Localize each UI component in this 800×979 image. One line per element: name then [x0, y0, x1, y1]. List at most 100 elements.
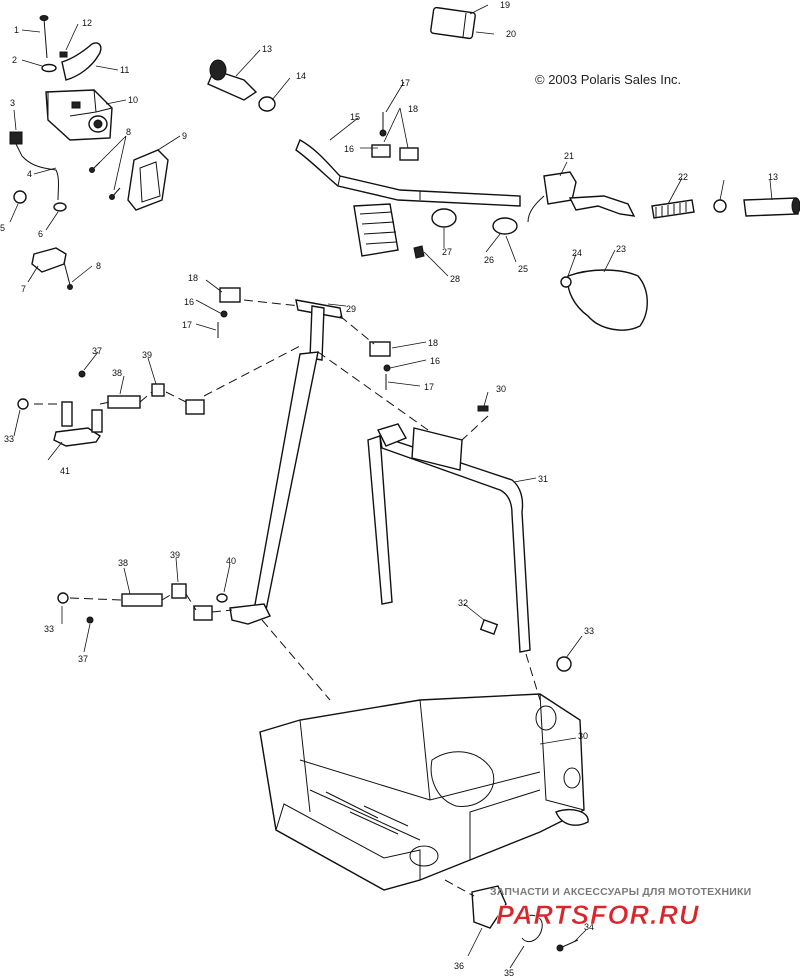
- watermark-logo: PARTSFOR.RU: [496, 900, 700, 931]
- callout-29: 29: [346, 304, 356, 314]
- handlebar-part-15: [295, 139, 521, 207]
- watermark-logo-text: PARTSFOR.RU: [496, 900, 700, 930]
- callout-3: 3: [10, 98, 15, 108]
- connector-part-28: [413, 245, 425, 259]
- bag-part-23: [567, 269, 648, 331]
- callout-26: 26: [484, 255, 494, 265]
- callout-14: 14: [296, 71, 306, 81]
- callout-11: 11: [120, 65, 129, 75]
- grip-part-13-right: [743, 197, 799, 217]
- hoop-part-31: [379, 434, 531, 653]
- callout-38b: 38: [118, 558, 128, 568]
- callout-30b: 30: [578, 731, 588, 741]
- callout-34: 34: [584, 922, 594, 932]
- nut-part-37-lower: [86, 616, 94, 624]
- steering-arm-part-29: [229, 603, 271, 625]
- bushing-part-39-lower-b: [193, 605, 213, 621]
- bushing-part-39: [151, 383, 165, 397]
- bolt-part-32: [479, 619, 499, 635]
- callout-20: 20: [506, 29, 516, 39]
- end-cap-part-14: [258, 96, 276, 112]
- switch-part-3: [9, 131, 23, 145]
- watermark: ЗАПЧАСТИ И АКСЕССУАРЫ ДЛЯ МОТОТЕХНИКИ: [490, 886, 790, 956]
- switch-part-25: [492, 217, 518, 235]
- assembly-lines: [34, 299, 541, 897]
- callout-31: 31: [538, 474, 548, 484]
- callout-18a: 18: [408, 104, 418, 114]
- screw-head-part-1: [39, 15, 49, 21]
- clamp-part-18-left: [219, 287, 241, 303]
- master-cylinder-part-21: [543, 171, 577, 205]
- callout-23: 23: [616, 244, 626, 254]
- callout-17b: 17: [182, 320, 192, 330]
- callout-leaders: [9, 4, 773, 969]
- callout-37a: 37: [92, 346, 102, 356]
- hoop-bracket-part-31: [411, 427, 463, 471]
- steering-hoop-assembly: [367, 405, 572, 672]
- callout-8a: 8: [96, 261, 101, 271]
- clamp-part-18b: [399, 147, 419, 161]
- throttle-housing-assembly: [9, 15, 169, 290]
- callout-12: 12: [82, 18, 92, 28]
- callout-13a: 13: [262, 44, 272, 54]
- nut-part-37: [78, 370, 86, 378]
- bolt-part-30: [477, 405, 489, 412]
- bushing-part-39b: [185, 399, 205, 415]
- callout-35: 35: [504, 968, 514, 978]
- callout-37b: 37: [78, 654, 88, 664]
- clip-part-6: [53, 202, 67, 212]
- callout-33a: 33: [4, 434, 14, 444]
- callout-39b: 39: [170, 550, 180, 560]
- bracket-part-41: [53, 427, 101, 447]
- wire-part-4: [21, 155, 59, 201]
- screw-part-1: [43, 18, 48, 59]
- callout-18b: 18: [188, 273, 198, 283]
- bracket-part-38: [107, 395, 141, 409]
- callout-8b: 8: [126, 127, 131, 137]
- callout-40: 40: [226, 556, 236, 566]
- nut-part-33-right: [556, 656, 572, 672]
- throttle-lever-part-11: [61, 42, 102, 81]
- washer-part-40: [216, 593, 228, 603]
- callout-25: 25: [518, 264, 528, 274]
- callout-21: 21: [564, 151, 574, 161]
- callout-10: 10: [128, 95, 138, 105]
- callout-19: 19: [500, 0, 510, 10]
- nut-part-33-lower: [57, 592, 69, 604]
- watermark-tagline: ЗАПЧАСТИ И АКСЕССУАРЫ ДЛЯ МОТОТЕХНИКИ: [490, 886, 752, 898]
- callout-17a: 17: [400, 78, 410, 88]
- copyright-notice: © 2003 Polaris Sales Inc.: [535, 72, 682, 87]
- callout-17c: 17: [424, 382, 434, 392]
- washer-part-2: [41, 63, 57, 73]
- callout-38a: 38: [112, 368, 122, 378]
- callout-2: 2: [12, 55, 17, 65]
- callout-5: 5: [0, 223, 5, 233]
- steering-post-assembly: [17, 287, 391, 625]
- callout-9: 9: [182, 131, 187, 141]
- switch-part-26: [431, 208, 457, 228]
- callout-36: 36: [454, 961, 464, 971]
- callout-1: 1: [14, 25, 19, 35]
- callout-33b: 33: [44, 624, 54, 634]
- callout-6: 6: [38, 229, 43, 239]
- callout-16c: 16: [430, 356, 440, 366]
- callout-28: 28: [450, 274, 460, 284]
- callout-numbers: 1 2 3 4 5 6 7 8 8 9 10 11 12 13 13 14 15…: [0, 0, 778, 978]
- callout-4: 4: [27, 169, 32, 179]
- callout-33c: 33: [584, 626, 594, 636]
- steering-post-shaft-part-29: [253, 351, 319, 611]
- heater-element-part-22: [651, 199, 695, 219]
- bushing-part-36: [471, 885, 507, 929]
- callout-15: 15: [350, 112, 360, 122]
- callout-16a: 16: [344, 144, 354, 154]
- ring-part-35: [521, 914, 543, 943]
- nut-part-5: [13, 190, 27, 204]
- screw-part-8b: [109, 194, 115, 200]
- callout-41: 41: [60, 466, 70, 476]
- callout-16b: 16: [184, 297, 194, 307]
- callout-30a: 30: [496, 384, 506, 394]
- callout-18c: 18: [428, 338, 438, 348]
- nut-part-12: [59, 51, 68, 58]
- callout-39a: 39: [142, 350, 152, 360]
